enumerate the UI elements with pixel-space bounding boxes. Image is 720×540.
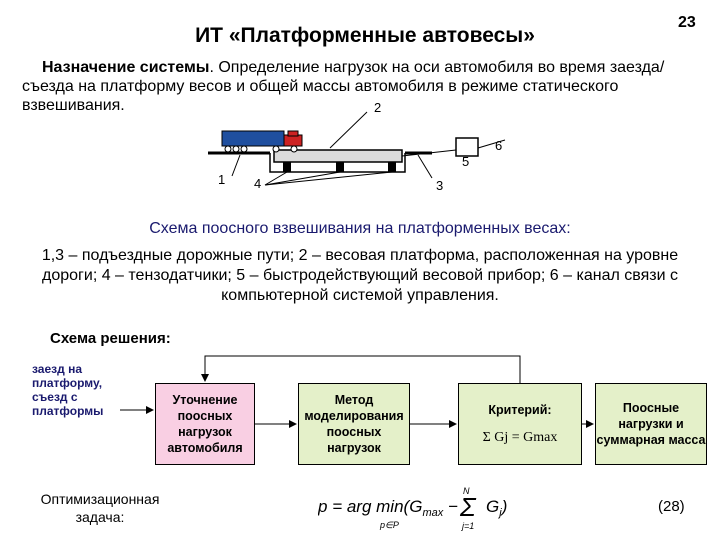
formula-sum-sign: Σ <box>459 492 477 522</box>
label-1: 1 <box>218 172 225 187</box>
criterion-formula: Σ Gj = Gmax <box>482 430 558 445</box>
page-number: 23 <box>678 14 696 31</box>
weighing-diagram: 1 2 3 4 5 6 <box>208 100 506 193</box>
leader-1 <box>231 154 241 177</box>
formula-argmin-sub: p∈P <box>379 520 399 530</box>
criterion-title: Критерий: <box>488 403 552 417</box>
load-cell <box>336 162 344 172</box>
leader-4b <box>264 171 341 186</box>
box-result: Поосные нагрузки и суммарная масса <box>595 383 707 465</box>
box-modeling-method: Метод моделирования поосных нагрузок <box>298 383 410 465</box>
intro-paragraph: Назначение системы. Определение нагрузок… <box>22 58 712 115</box>
page-title: ИТ «Платформенные автовесы» <box>195 24 535 47</box>
diagram-caption: Схема поосного взвешивания на платформен… <box>149 220 571 237</box>
formula-tail: Gj) <box>486 497 507 519</box>
input-label: заезд на платформу, съезд с платформы <box>32 362 104 418</box>
weighing-instrument <box>455 137 479 157</box>
box-criterion: Критерий: Σ Gj = Gmax <box>458 383 582 465</box>
leader-2 <box>329 111 368 149</box>
equation-number: (28) <box>658 498 685 515</box>
intro-body: . Определение нагрузок на оси автомобиля… <box>22 59 665 114</box>
label-5: 5 <box>462 154 469 169</box>
truck-icon <box>221 130 303 153</box>
optimization-formula: p = arg min(Gmax − Σ N j=1 Gj) p∈P <box>318 486 507 531</box>
load-cell <box>283 162 291 172</box>
formula-main: p = arg min(Gmax − <box>318 497 458 519</box>
label-4: 4 <box>254 176 261 191</box>
load-cell <box>388 162 396 172</box>
leader-4a <box>264 171 288 186</box>
signal-cable <box>401 149 457 157</box>
scheme-title: Схема решения: <box>50 330 171 347</box>
box-refine-loads: Уточнение поосных нагрузок автомобиля <box>155 383 255 465</box>
label-6: 6 <box>495 138 502 153</box>
formula-sum-upper: N <box>463 486 470 496</box>
optimization-label: Оптимизационная задача: <box>40 491 160 525</box>
leader-3 <box>417 154 433 179</box>
label-3: 3 <box>436 178 443 193</box>
formula-sum-lower: j=1 <box>461 521 474 531</box>
diagram-legend: 1,3 – подъездные дорожные пути; 2 – весо… <box>41 247 679 304</box>
leader-4c <box>264 171 393 186</box>
comm-link <box>477 139 506 149</box>
intro-lead: Назначение системы <box>42 59 210 76</box>
feedback-arrow <box>201 355 521 383</box>
label-2: 2 <box>374 100 381 115</box>
